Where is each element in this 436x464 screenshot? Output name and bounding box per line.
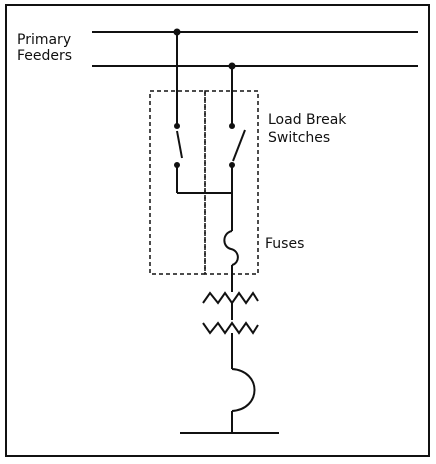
switches-label-line-1: Load Break bbox=[268, 112, 347, 128]
diagram-frame bbox=[5, 4, 430, 457]
left-switch-blade bbox=[176, 130, 183, 159]
switches-label-line-2: Switches bbox=[268, 130, 330, 146]
feeders-label-line-1: Primary bbox=[17, 32, 71, 48]
feeders-label-line-2: Feeders bbox=[17, 48, 72, 64]
fuse-symbol bbox=[223, 230, 239, 266]
transformer-secondary-winding bbox=[202, 321, 259, 335]
load-coil-symbol bbox=[231, 368, 256, 412]
left-switch-contact-top bbox=[174, 123, 180, 129]
right-switch-contact-top bbox=[229, 123, 235, 129]
fuses-label: Fuses bbox=[265, 236, 304, 252]
right-switch-blade bbox=[232, 129, 246, 162]
transformer-primary-winding bbox=[202, 291, 259, 305]
